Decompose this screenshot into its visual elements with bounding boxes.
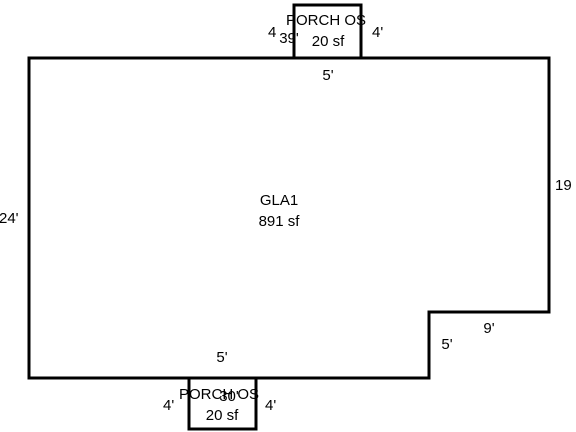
gla1-left-dimension: 24' <box>0 210 19 227</box>
porch-bottom-dimension-left: 4' <box>163 397 174 414</box>
porch-bottom-label: PORCH OS <box>179 386 259 403</box>
porch-bottom-area: 20 sf <box>206 407 239 424</box>
gla1-area: 891 sf <box>259 213 301 230</box>
gla1-top-notch-dimension: 5' <box>322 67 333 84</box>
porch-top-dimension-right: 4' <box>372 24 383 41</box>
gla1-step-vertical-dimension: 5' <box>441 336 452 353</box>
porch-top-area: 20 sf <box>312 33 345 50</box>
porch-top-dimension-top: 39' <box>279 30 299 47</box>
gla1-bottom-notch-dimension: 5' <box>216 349 227 366</box>
porch-top-dimension-left: 4 <box>268 24 276 41</box>
gla1-outline <box>27 56 551 380</box>
porch-top-label: PORCH OS <box>286 12 366 29</box>
porch-bottom-dimension-right: 4' <box>265 397 276 414</box>
gla1-label: GLA1 <box>260 192 298 209</box>
porch-bottom-dimension-top: 30' <box>219 388 239 405</box>
porch-top-outline <box>292 3 363 60</box>
gla1-step-horizontal-dimension: 9' <box>483 320 494 337</box>
porch-bottom-outline <box>187 376 258 431</box>
gla1-right-dimension: 19 <box>555 177 572 194</box>
